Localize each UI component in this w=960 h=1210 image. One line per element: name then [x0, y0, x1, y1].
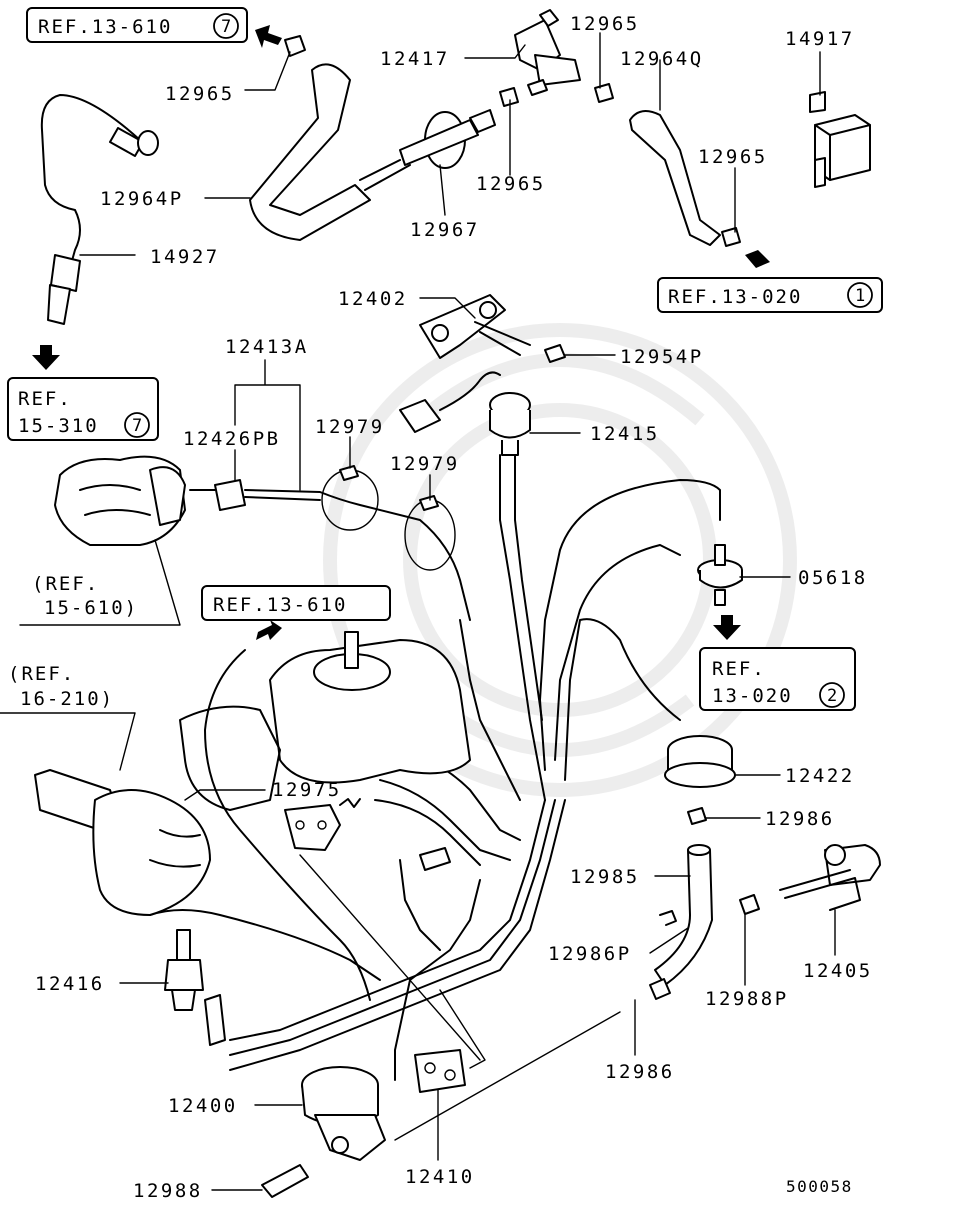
- ref-text-line1: (REF.: [32, 573, 99, 595]
- ref-text-line1: (REF.: [8, 663, 75, 685]
- ref-num: 7: [221, 17, 231, 37]
- ref-text-line2: 15-610): [44, 597, 138, 619]
- arrow-ref-13-020-mid: [713, 615, 741, 640]
- label-14917: 14917: [785, 28, 855, 50]
- gasket-12410: [414, 1049, 466, 1093]
- vacuum-hose-bundle: [229, 454, 721, 1081]
- ref-box-top-left: REF.13-610 7: [26, 7, 248, 43]
- bolt-12954P: [544, 344, 566, 363]
- arrow-ref-13-020-top: [745, 250, 770, 268]
- throttle-body: [54, 455, 186, 546]
- label-12416: 12416: [35, 973, 105, 995]
- label-12964Q: 12964Q: [620, 48, 704, 70]
- hose-12964P: [249, 63, 411, 241]
- clip-12965-c: [594, 83, 614, 103]
- oxygen-sensor-14927: [40, 94, 159, 325]
- label-12964P: 12964P: [100, 188, 184, 210]
- ref-15-610: (REF. 15-610): [32, 573, 138, 619]
- label-12965-a: 12965: [165, 83, 235, 105]
- tube-assy-12413A: [189, 479, 471, 621]
- ref-text: REF.13-610: [213, 594, 347, 616]
- label-12422: 12422: [785, 765, 855, 787]
- ref-num: 1: [855, 286, 865, 306]
- label-12979-b: 12979: [390, 453, 460, 475]
- label-12965-d: 12965: [476, 173, 546, 195]
- ref-text: REF.13-020: [668, 286, 802, 308]
- pipe-12985: [649, 844, 713, 1000]
- clip-12986P: [659, 910, 677, 926]
- label-12415: 12415: [590, 423, 660, 445]
- valve-12417: [514, 9, 581, 96]
- clamp-12979-a: [321, 465, 379, 531]
- solenoid-12415: [489, 392, 531, 456]
- clamp-12967: [399, 109, 496, 169]
- label-12405: 12405: [803, 960, 873, 982]
- label-12410: 12410: [405, 1166, 475, 1188]
- bracket-12402: [419, 294, 531, 359]
- ref-text-line1: REF.: [18, 388, 72, 410]
- label-12988: 12988: [133, 1180, 203, 1202]
- arrows: [32, 25, 770, 640]
- ref-text-line2: 16-210): [20, 688, 114, 710]
- label-12413A: 12413A: [225, 336, 309, 358]
- intake-manifold: [179, 631, 471, 811]
- egr-valve-12400: [301, 1066, 386, 1161]
- spring-clip: [339, 798, 361, 808]
- canister-12422: [664, 735, 736, 788]
- ref-box-right-mid: REF. 13-020 2: [699, 647, 856, 711]
- label-12954P: 12954P: [620, 346, 704, 368]
- bolt-12988P: [739, 894, 760, 915]
- connector-harness: [399, 371, 501, 433]
- label-12965-c: 12965: [698, 146, 768, 168]
- clip-12965-b: [499, 87, 519, 107]
- clip-12965-a: [284, 35, 306, 57]
- label-12986P: 12986P: [548, 943, 632, 965]
- ref-16-210: (REF. 16-210): [8, 663, 114, 710]
- label-12426PB: 12426PB: [183, 428, 281, 450]
- label-12400: 12400: [168, 1095, 238, 1117]
- sensor-12416: [164, 929, 226, 1046]
- label-12417: 12417: [380, 48, 450, 70]
- label-12979-a: 12979: [315, 416, 385, 438]
- relay-14917: [809, 91, 871, 188]
- watermark-emblem: [323, 323, 797, 797]
- clip-12986-a: [687, 807, 707, 825]
- ref-text-line2: 15-310: [18, 415, 99, 437]
- ref-num: 7: [132, 416, 142, 436]
- label-12986-b: 12986: [605, 1061, 675, 1083]
- arrow-ref-13-610-top: [255, 25, 282, 48]
- bolt-12988: [261, 1164, 309, 1198]
- hose-lower: [149, 909, 381, 981]
- label-12967: 12967: [410, 219, 480, 241]
- ref-num: 2: [827, 686, 837, 706]
- ref-text: REF.13-610: [38, 16, 172, 38]
- arrow-ref-13-610-center: [256, 620, 282, 640]
- label-12975: 12975: [272, 779, 342, 801]
- arrow-ref-15-310: [32, 345, 60, 370]
- diagram-code: 500058: [786, 1177, 853, 1196]
- label-12402: 12402: [338, 288, 408, 310]
- hose-12964Q: [629, 110, 741, 247]
- distributor: [34, 769, 211, 916]
- label-12965-b: 12965: [570, 13, 640, 35]
- hose-loop: [204, 649, 371, 1001]
- fitting-center: [419, 847, 451, 871]
- label-14927: 14927: [150, 246, 220, 268]
- label-12986-a: 12986: [765, 808, 835, 830]
- label-05618: 05618: [798, 567, 868, 589]
- ref-text-line1: REF.: [712, 658, 766, 680]
- ref-box-center: REF.13-610: [201, 585, 391, 621]
- gasket-12975: [284, 804, 341, 851]
- label-12988P: 12988P: [705, 988, 789, 1010]
- ref-box-left-mid: REF. 15-310 7: [7, 377, 159, 441]
- regulator-05618: [697, 544, 743, 606]
- ref-box-right-top: REF.13-020 1: [657, 277, 883, 313]
- part-labels: 12965 12417 12965 12964Q 14917 12965 129…: [35, 13, 873, 1202]
- valve-12405: [779, 844, 881, 911]
- ref-text-line2: 13-020: [712, 685, 793, 707]
- leader-lines: [0, 32, 836, 1191]
- label-12985: 12985: [570, 866, 640, 888]
